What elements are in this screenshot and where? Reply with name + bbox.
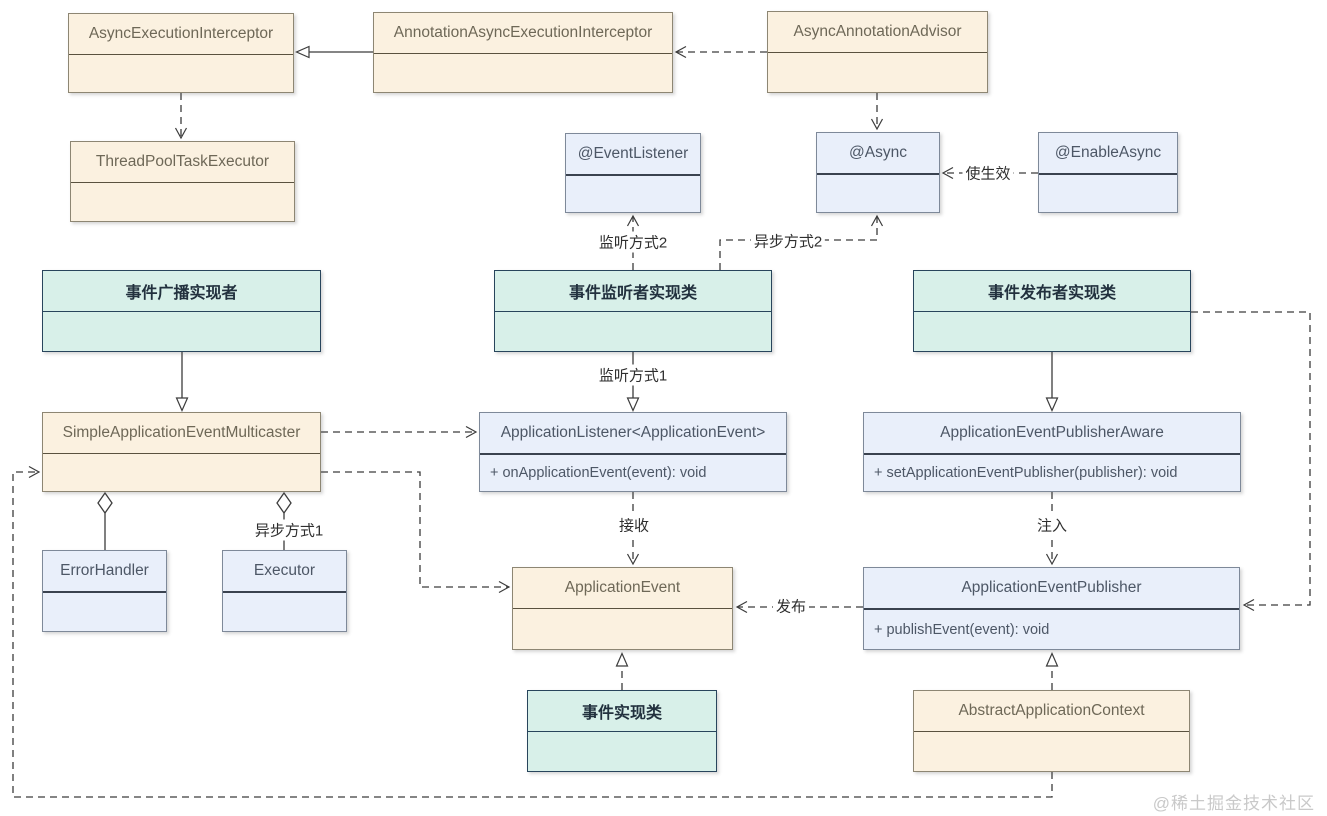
class-title: Executor (223, 551, 346, 593)
class-box-event-listener-annotation: @EventListener (565, 133, 701, 213)
class-box-event-publisher-impl: 事件发布者实现类 (913, 270, 1191, 352)
class-box-event-listener-impl: 事件监听者实现类 (494, 270, 772, 352)
edge-label-inject: 注入 (1033, 514, 1071, 536)
class-body (513, 609, 732, 649)
edge-multicaster-aggregates-errorhandler-diamond (97, 491, 113, 515)
class-box-event-broadcaster-impl: 事件广播实现者 (42, 270, 321, 352)
class-body (71, 183, 294, 221)
class-body (223, 593, 346, 631)
class-box-application-event-publisher-aware: ApplicationEventPublisherAware + setAppl… (863, 412, 1241, 492)
class-method: + publishEvent(event): void (874, 621, 1050, 638)
class-box-application-listener: ApplicationListener<ApplicationEvent> + … (479, 412, 787, 492)
class-title: SimpleApplicationEventMulticaster (43, 413, 320, 454)
class-method: + setApplicationEventPublisher(publisher… (874, 465, 1178, 481)
class-title: 事件广播实现者 (43, 271, 320, 312)
edge-label-take-effect: 使生效 (962, 162, 1014, 184)
class-title: ErrorHandler (43, 551, 166, 593)
class-title: @EventListener (566, 134, 700, 176)
class-body (914, 732, 1189, 771)
class-title: @EnableAsync (1039, 133, 1177, 175)
class-body (768, 53, 987, 92)
class-title: ApplicationListener<ApplicationEvent> (480, 413, 786, 455)
class-title: 事件发布者实现类 (914, 271, 1190, 312)
class-body (43, 312, 320, 351)
watermark-juejin-community: @稀土掘金技术社区 (1152, 794, 1315, 813)
class-body (495, 312, 771, 351)
class-box-simple-application-event-multicaster: SimpleApplicationEventMulticaster (42, 412, 321, 492)
class-box-abstract-application-context: AbstractApplicationContext (913, 690, 1190, 772)
class-title: AnnotationAsyncExecutionInterceptor (374, 13, 672, 54)
class-body (528, 732, 716, 771)
class-method: + onApplicationEvent(event): void (490, 465, 707, 481)
class-body (43, 593, 166, 631)
class-box-async-annotation: @Async (816, 132, 940, 213)
class-box-enable-async-annotation: @EnableAsync (1038, 132, 1178, 213)
class-title: ApplicationEventPublisher (864, 568, 1239, 610)
class-body (43, 454, 320, 491)
class-title: ThreadPoolTaskExecutor (71, 142, 294, 183)
class-box-executor: Executor (222, 550, 347, 632)
edge-label-listen-way-2: 监听方式2 (595, 231, 671, 253)
edge-label-async-way-2: 异步方式2 (750, 230, 826, 252)
class-body (69, 55, 293, 92)
edge-label-async-way-1: 异步方式1 (251, 519, 327, 541)
class-body (817, 175, 939, 212)
edge-label-receive: 接收 (615, 514, 653, 536)
class-box-error-handler: ErrorHandler (42, 550, 167, 632)
class-title: AsyncAnnotationAdvisor (768, 12, 987, 53)
class-box-event-impl: 事件实现类 (527, 690, 717, 772)
class-title: 事件监听者实现类 (495, 271, 771, 312)
class-body (1039, 175, 1177, 212)
class-title: ApplicationEventPublisherAware (864, 413, 1240, 455)
class-title: 事件实现类 (528, 691, 716, 732)
class-body (566, 176, 700, 212)
edge-multicaster-aggregates-executor-diamond (276, 491, 292, 515)
class-title: AbstractApplicationContext (914, 691, 1189, 732)
class-box-thread-pool-task-executor: ThreadPoolTaskExecutor (70, 141, 295, 222)
class-box-application-event: ApplicationEvent (512, 567, 733, 650)
class-title: AsyncExecutionInterceptor (69, 14, 293, 55)
class-box-annotation-async-execution-interceptor: AnnotationAsyncExecutionInterceptor (373, 12, 673, 93)
class-box-application-event-publisher: ApplicationEventPublisher + publishEvent… (863, 567, 1240, 650)
class-body (374, 54, 672, 92)
edge-label-publish: 发布 (772, 595, 810, 617)
class-box-async-execution-interceptor: AsyncExecutionInterceptor (68, 13, 294, 93)
class-title: @Async (817, 133, 939, 175)
class-body (914, 312, 1190, 351)
class-title: ApplicationEvent (513, 568, 732, 609)
class-box-async-annotation-advisor: AsyncAnnotationAdvisor (767, 11, 988, 93)
edge-label-listen-way-1: 监听方式1 (595, 364, 671, 386)
